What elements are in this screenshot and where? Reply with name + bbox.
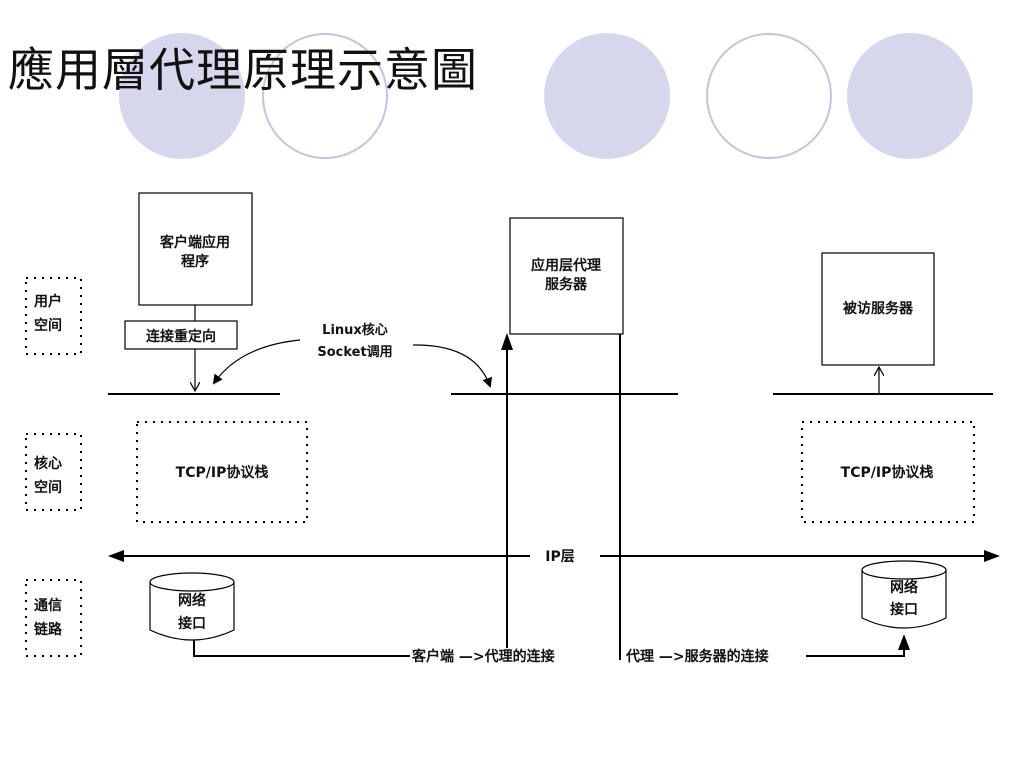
layer-comm-link-line1: 通信 (34, 597, 62, 614)
proxy-server-line1: 应用层代理 (531, 257, 601, 274)
decorative-circles (119, 33, 973, 159)
layer-user-space-line1: 用户 (34, 293, 62, 310)
proxy-server-box: 应用层代理 服务器 (509, 217, 624, 335)
redirect-box: 连接重定向 (124, 320, 238, 350)
tcpip-stack-right: TCP/IP协议栈 (801, 421, 975, 523)
layer-user-space: 用户 空间 (25, 277, 82, 355)
client-app-box: 客户端应用 程序 (138, 192, 253, 306)
layer-kernel-space-line2: 空间 (34, 479, 62, 496)
layer-kernel-space: 核心 空间 (25, 433, 82, 511)
proxy-server-path (806, 648, 905, 657)
redirect-label: 连接重定向 (146, 328, 216, 345)
proxy-server-arrowhead (898, 634, 910, 650)
nic-right-line1: 网络 (890, 579, 918, 596)
tcpip-stack-left: TCP/IP协议栈 (136, 421, 308, 523)
ip-layer-arrow-left (108, 550, 124, 562)
layer-comm-link-line2: 链路 (34, 621, 63, 638)
target-server-box: 被访服务器 (821, 252, 935, 366)
client-proxy-arrowhead (501, 333, 513, 350)
slide-title: 應用層代理原理示意圖 (8, 43, 478, 97)
ip-layer-arrow-right (984, 550, 1000, 562)
layer-user-space-line2: 空间 (34, 317, 62, 334)
layer-kernel-space-line1: 核心 (34, 455, 62, 472)
nic-right-line2: 接口 (890, 601, 918, 618)
layer-comm-link: 通信 链路 (25, 579, 82, 657)
client-proxy-path (193, 640, 410, 657)
nic-left-line1: 网络 (178, 592, 206, 609)
socket-call-line2: Socket调用 (317, 345, 392, 360)
socket-curve-left-arrow (212, 339, 301, 385)
tcpip-right-label: TCP/IP协议栈 (841, 464, 934, 481)
target-server-label: 被访服务器 (843, 300, 914, 317)
proxy-to-server-label: 代理 —>服务器的连接 (625, 648, 769, 665)
nic-left-line2: 接口 (178, 615, 206, 632)
tcpip-left-label: TCP/IP协议栈 (176, 464, 269, 481)
ip-layer-label: IP层 (545, 549, 574, 565)
client-to-proxy-label: 客户端 —>代理的连接 (411, 648, 555, 665)
socket-curve-right-arrow (412, 344, 493, 388)
nic-left: 网络 接口 (149, 572, 235, 641)
client-app-line1: 客户端应用 (159, 234, 230, 251)
socket-call-line1: Linux核心 (322, 322, 388, 338)
proxy-server-line2: 服务器 (545, 276, 588, 293)
nic-right: 网络 接口 (861, 560, 947, 629)
client-app-line2: 程序 (181, 253, 209, 270)
